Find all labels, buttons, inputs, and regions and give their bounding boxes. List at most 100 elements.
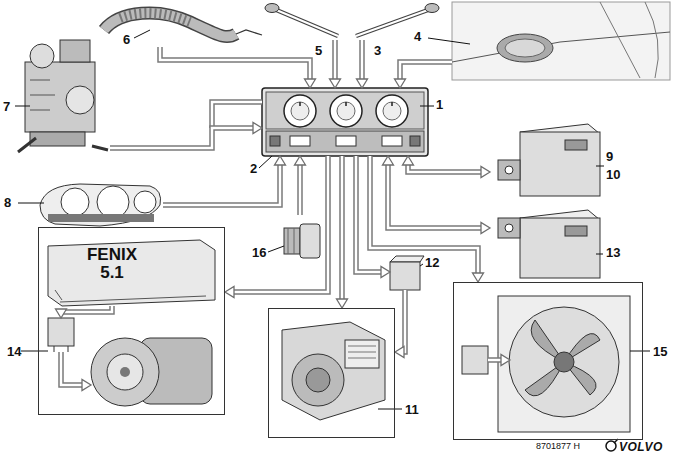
pressure-switch: 16 bbox=[282, 215, 322, 262]
connector-fill bbox=[61, 352, 83, 385]
relay bbox=[390, 256, 424, 262]
relay bbox=[54, 346, 68, 352]
damper-actuator bbox=[520, 132, 600, 196]
temperature-sensor bbox=[265, 4, 279, 13]
connector-fill bbox=[334, 40, 337, 80]
signal-arrow bbox=[295, 156, 306, 215]
radiator-fan bbox=[462, 346, 488, 374]
ac-compressor bbox=[91, 338, 159, 406]
arrow-head bbox=[357, 79, 368, 88]
arrow-head bbox=[381, 267, 390, 278]
connector-outline bbox=[61, 352, 83, 385]
pressure-switch bbox=[284, 228, 300, 254]
relay bbox=[390, 256, 424, 290]
ac-compressor bbox=[120, 367, 130, 377]
damper-actuator bbox=[498, 160, 520, 180]
connector-fill bbox=[488, 359, 502, 362]
engine-ecu bbox=[48, 240, 215, 306]
temperature-sensor: 5 bbox=[268, 2, 343, 40]
leader-line bbox=[15, 106, 30, 107]
engine-ecu: FENIX 5.1 bbox=[47, 236, 217, 308]
signal-arrow bbox=[337, 156, 348, 308]
drawing-number: 8701877 H bbox=[536, 441, 580, 451]
blower-fan bbox=[292, 354, 344, 406]
arrow-head bbox=[473, 273, 484, 282]
callout-number: 10 bbox=[606, 168, 620, 182]
component-group: 14FENIX 5.1 bbox=[38, 227, 225, 415]
control-panel bbox=[270, 136, 280, 146]
damper-actuator bbox=[498, 218, 520, 238]
flow-arrow bbox=[488, 355, 510, 366]
signal-arrow bbox=[160, 47, 316, 88]
damper-actuator bbox=[565, 226, 587, 236]
connector-fill bbox=[403, 290, 405, 352]
injection-pump bbox=[60, 40, 90, 62]
signal-arrow bbox=[403, 156, 491, 178]
control-panel bbox=[266, 131, 424, 152]
pressure-switch bbox=[288, 228, 294, 254]
connector-fill bbox=[163, 164, 280, 205]
injection-pump bbox=[18, 40, 108, 152]
arrow-head bbox=[253, 123, 262, 134]
radiator-fan bbox=[525, 320, 600, 396]
radiator-fan bbox=[498, 296, 630, 432]
instrument-cluster bbox=[61, 188, 89, 216]
control-panel bbox=[262, 88, 428, 156]
temperature-sensor bbox=[356, 4, 439, 37]
temperature-sensor bbox=[274, 9, 338, 36]
callout-number: 12 bbox=[425, 256, 439, 270]
damper-actuator: 910 bbox=[490, 115, 600, 207]
leader-line bbox=[21, 351, 48, 352]
blower-fan bbox=[348, 346, 376, 358]
callout-number: 1 bbox=[436, 98, 443, 112]
signal-arrow bbox=[395, 290, 405, 358]
connector-fill bbox=[408, 164, 482, 172]
signal-arrow bbox=[356, 156, 390, 278]
signal-arrow bbox=[163, 156, 286, 205]
sun-sensor-view bbox=[505, 39, 545, 57]
brand-name: VOLVO bbox=[619, 440, 663, 454]
blower-fan bbox=[306, 368, 330, 392]
leader-line bbox=[268, 246, 284, 252]
signal-arrow bbox=[330, 40, 341, 88]
connector-fill bbox=[388, 164, 482, 228]
blower-fan bbox=[345, 340, 379, 368]
connector-outline bbox=[61, 306, 112, 312]
connector-fill bbox=[110, 128, 254, 148]
leader-line bbox=[596, 166, 604, 167]
control-panel bbox=[266, 92, 424, 129]
control-panel: 12 bbox=[262, 88, 428, 156]
damper-actuator bbox=[505, 166, 513, 174]
leader-line bbox=[420, 264, 423, 266]
relay bbox=[48, 318, 74, 346]
damper-actuator: 13 bbox=[490, 205, 600, 280]
arrow-head bbox=[337, 299, 348, 308]
control-panel bbox=[262, 88, 428, 156]
leader-line bbox=[420, 106, 434, 107]
arrow-head bbox=[82, 380, 91, 391]
damper-actuator bbox=[520, 218, 600, 278]
temperature-sensor bbox=[274, 9, 338, 36]
arrow-head bbox=[330, 79, 341, 88]
sun-sensor-view bbox=[645, 2, 658, 78]
injection-pump bbox=[18, 138, 108, 152]
signal-arrow bbox=[357, 40, 368, 88]
instrument-cluster bbox=[134, 191, 156, 213]
instrument-cluster bbox=[40, 184, 161, 226]
connector-fill bbox=[341, 156, 344, 300]
connector-fill bbox=[233, 156, 328, 292]
hose-sensor bbox=[120, 13, 190, 22]
volvo-logo bbox=[606, 439, 618, 451]
ac-compressor bbox=[91, 338, 212, 406]
connector-outline bbox=[400, 62, 452, 80]
callout-number: 14 bbox=[7, 345, 21, 359]
arrow-head bbox=[305, 79, 316, 88]
engine-ecu bbox=[55, 290, 206, 302]
damper-actuator bbox=[505, 224, 513, 232]
sun-sensor-view bbox=[452, 32, 670, 62]
instrument-cluster bbox=[40, 184, 161, 226]
connector-fill bbox=[361, 40, 364, 80]
injection-pump bbox=[66, 86, 94, 114]
leader-line bbox=[630, 351, 650, 352]
arrow-head bbox=[56, 309, 67, 318]
